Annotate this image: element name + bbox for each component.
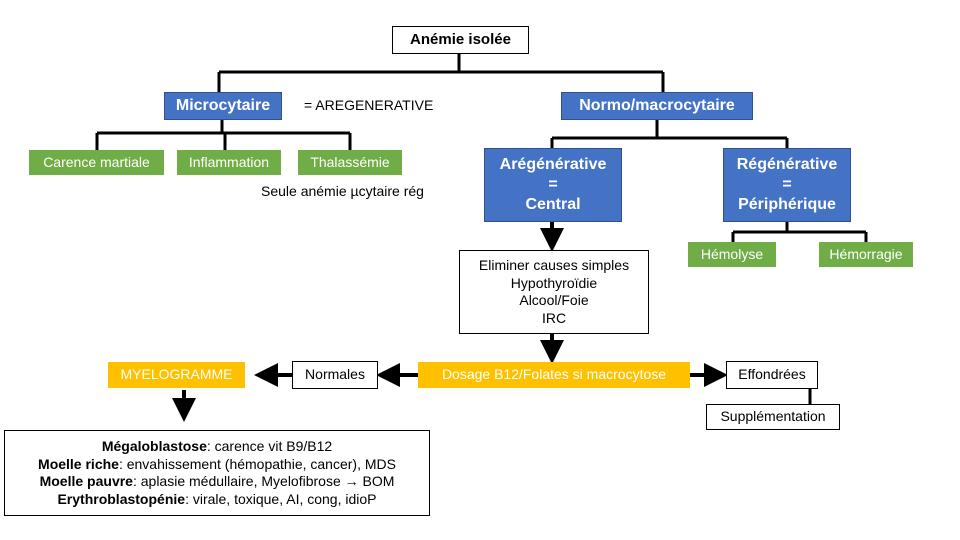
thalassemie-node: Thalassémie — [298, 150, 402, 175]
cause-megaloblastose: Mégaloblastose: carence vit B9/B12 — [101, 438, 333, 454]
supplementation-node: Supplémentation — [706, 404, 840, 430]
causes-box: Mégaloblastose: carence vit B9/B12 Moell… — [4, 430, 430, 516]
dosage-node: Dosage B12/Folates si macrocytose — [418, 362, 690, 388]
hemorragie-node: Hémorragie — [819, 242, 913, 267]
seule-anemie-note: Seule anémie µcytaire rég — [261, 183, 424, 199]
aregenerative-line-3: Central — [525, 196, 581, 213]
myelogramme-node: MYELOGRAMME — [108, 362, 245, 388]
cause-moelle-riche: Moelle riche: envahissement (hémopathie,… — [38, 455, 396, 472]
eliminer-line-3: Alcool/Foie — [519, 292, 589, 308]
normales-node: Normales — [292, 361, 378, 389]
regenerative-line-3: Périphérique — [738, 196, 836, 213]
eliminer-line-1: Eliminer causes simples — [478, 257, 630, 273]
regenerative-line-2: = — [782, 176, 792, 193]
microcytaire-node: Microcytaire — [164, 92, 282, 120]
hemolyse-node: Hémolyse — [688, 242, 776, 267]
eliminer-causes-node: Eliminer causes simples Hypothyroïdie Al… — [459, 250, 649, 334]
regenerative-node: Régénérative = Périphérique — [723, 148, 851, 222]
aregenerative-node: Arégénérative = Central — [484, 148, 622, 222]
eliminer-line-2: Hypothyroïdie — [510, 274, 598, 291]
regenerative-line-1: Régénérative — [736, 156, 838, 173]
effondrees-node: Effondrées — [726, 361, 818, 389]
carence-martiale-node: Carence martiale — [29, 150, 164, 175]
aregenerative-note: = AREGENERATIVE — [304, 97, 434, 113]
cause-moelle-pauvre: Moelle pauvre: aplasie médullaire, Myelo… — [39, 473, 395, 489]
cause-erythroblastopenie: Erythroblastopénie: virale, toxique, AI,… — [57, 490, 377, 507]
aregenerative-line-1: Arégénérative — [499, 156, 607, 173]
inflammation-node: Inflammation — [177, 150, 281, 175]
aregenerative-line-2: = — [548, 176, 558, 193]
root-node: Anémie isolée — [392, 26, 529, 54]
normo-macrocytaire-node: Normo/macrocytaire — [561, 92, 753, 120]
eliminer-line-4: IRC — [541, 309, 567, 326]
